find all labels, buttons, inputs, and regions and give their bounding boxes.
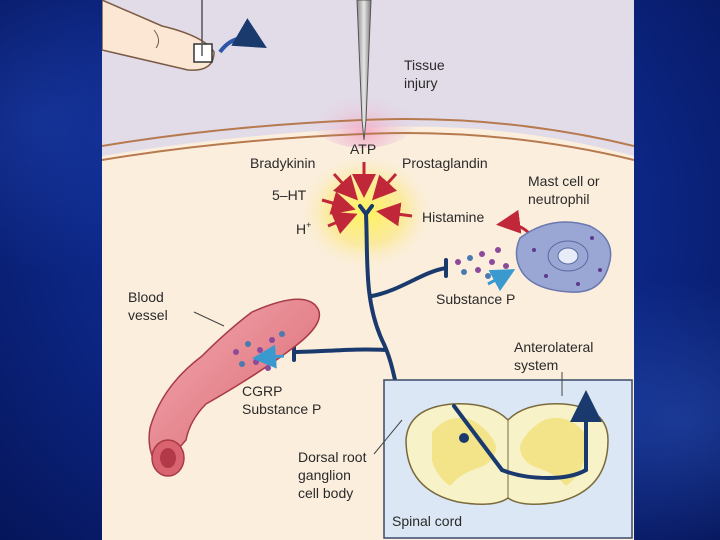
central-process [452, 404, 504, 472]
mast-cell-label-2: neutrophil [528, 191, 590, 207]
bradykinin-label: Bradykinin [250, 155, 315, 171]
blood-vessel-label-1: Blood [128, 289, 164, 305]
h-plus-label: H+ [296, 220, 311, 237]
atp-label: ATP [350, 141, 376, 157]
finger-icon [102, 0, 215, 71]
blood-vessel-label-2: vessel [128, 307, 168, 323]
cgrp-substance-p-label: Substance P [242, 401, 321, 417]
anterolateral-pathway [500, 390, 602, 481]
dorsal-root-leader [373, 419, 403, 455]
histamine-label: Histamine [422, 209, 484, 225]
substance-p-release-arrow [487, 269, 516, 292]
mast-cell-label-1: Mast cell or [528, 173, 600, 189]
prostaglandin-label: Prostaglandin [402, 155, 488, 171]
anterolateral-label-1: Anterolateral [514, 339, 593, 355]
cgrp-label: CGRP [242, 383, 282, 399]
curved-arrow-icon [218, 18, 267, 54]
dorsal-root-label-2: ganglion [298, 467, 351, 483]
synapse-dot [459, 433, 469, 443]
blood-vessel-leader [193, 311, 225, 327]
dorsal-root-label-1: Dorsal root [298, 449, 367, 465]
dorsal-root-label-3: cell body [298, 485, 353, 501]
diagram-svg: Tissue injury ATP Bradykinin Prostagland… [102, 0, 634, 539]
tissue-injury-label-1: Tissue [404, 57, 445, 73]
blood-vessel [148, 298, 321, 477]
substance-p-label: Substance P [436, 291, 515, 307]
spinal-cord-label: Spinal cord [392, 513, 462, 529]
substance-p-dots [455, 247, 509, 279]
nociception-figure: Tissue injury ATP Bradykinin Prostagland… [102, 0, 634, 540]
anterolateral-label-2: system [514, 357, 558, 373]
five-ht-label: 5–HT [272, 187, 307, 203]
cgrp-release-arrow [252, 344, 285, 369]
mast-cell [515, 221, 612, 293]
tissue-injury-label-2: injury [404, 75, 437, 91]
skin-line-lower [102, 132, 634, 161]
needle-icon [356, 0, 372, 141]
